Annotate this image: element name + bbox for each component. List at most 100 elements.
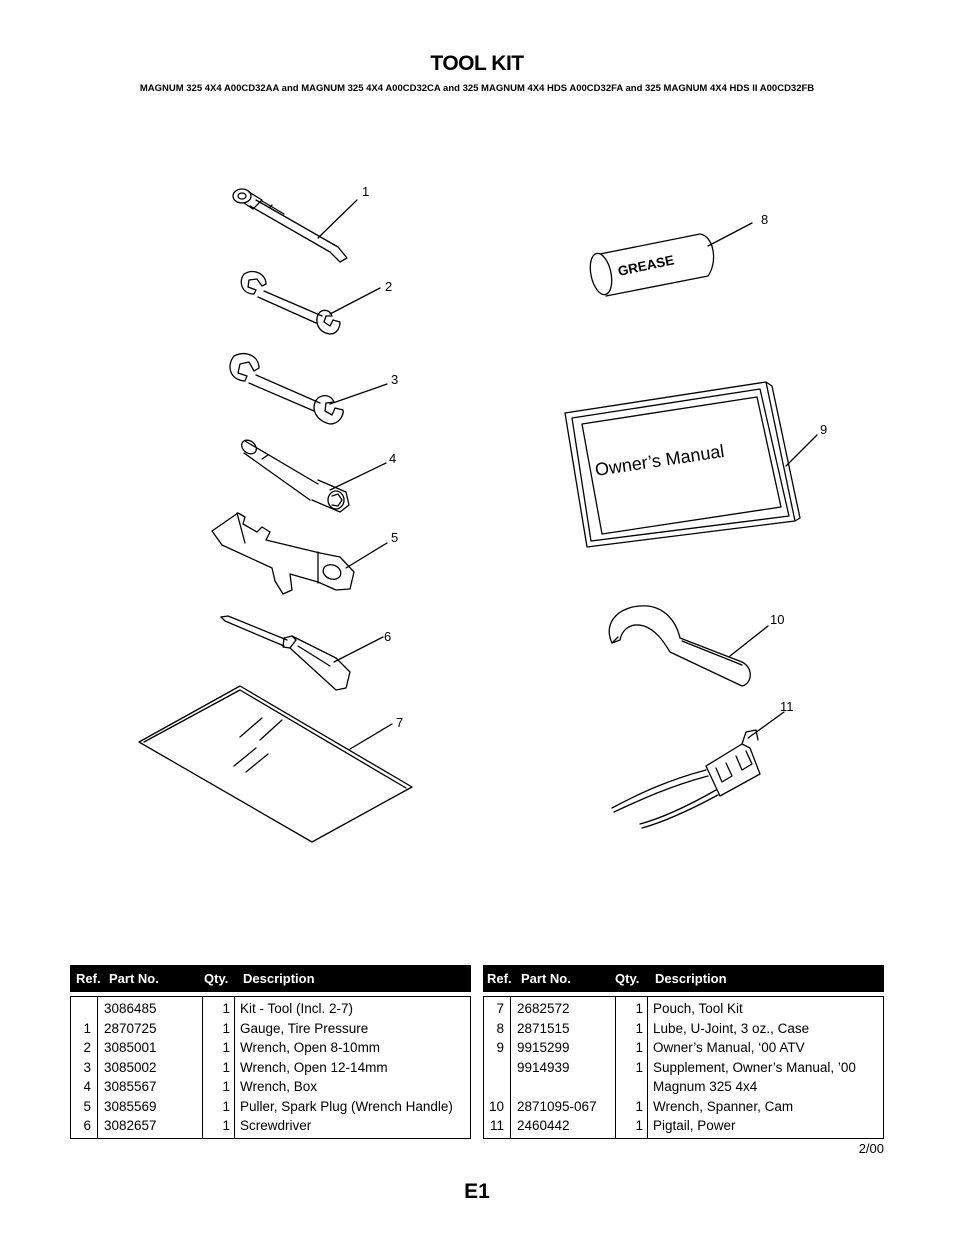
spark-plug-puller-drawing [211, 512, 388, 595]
tool-kit-illustration: 1 2 3 4 5 [138, 184, 827, 843]
description-cell: Gauge, Tire Pressure [240, 1020, 369, 1036]
power-pigtail-drawing [611, 711, 785, 829]
callout-9: 9 [820, 422, 827, 437]
qty-cell [616, 1077, 648, 1097]
manual-label: Owner’s Manual [594, 441, 726, 480]
owners-manual-drawing: Owner’s Manual [564, 381, 818, 548]
qty-cell: 1 [203, 1077, 235, 1097]
table-row: Magnum 325 4x4 [484, 1077, 883, 1097]
callout-4: 4 [389, 451, 396, 466]
qty-cell: 1 [203, 1038, 235, 1058]
qty-cell: 1 [616, 1057, 648, 1077]
model-subtitle: MAGNUM 325 4X4 A00CD32AA and MAGNUM 325 … [139, 83, 815, 94]
description-cell: Screwdriver [240, 1118, 312, 1133]
qty-cell: 1 [616, 1096, 648, 1116]
box-wrench-drawing [241, 439, 387, 513]
qty-cell: 1 [616, 1116, 648, 1138]
description-cell: Lube, U-Joint, 3 oz., Case [653, 1020, 810, 1036]
part-number-cell: 3082657 [98, 1116, 203, 1138]
ref-cell [484, 1057, 511, 1077]
callout-8: 8 [761, 212, 768, 227]
ref-cell: 8 [484, 1018, 511, 1038]
page-number: E1 [464, 1180, 490, 1203]
qty-cell: 1 [203, 1018, 235, 1038]
open-wrench-large-drawing [229, 353, 388, 425]
part-number-cell: 3085569 [98, 1096, 203, 1116]
ref-cell: 5 [71, 1096, 98, 1116]
grease-label: GREASE [617, 252, 676, 279]
col-part-header: Part No. [521, 971, 571, 986]
qty-cell: 1 [203, 1057, 235, 1077]
part-number-cell [511, 1077, 616, 1097]
part-number-cell: 2460442 [511, 1116, 616, 1138]
part-number-cell: 2870725 [98, 1018, 203, 1038]
ref-cell: 6 [71, 1116, 98, 1138]
description-cell: Wrench, Open 8-10mm [240, 1040, 381, 1055]
pouch-drawing [138, 685, 413, 843]
ref-cell: 4 [71, 1077, 98, 1097]
ref-cell [71, 997, 98, 1019]
description-cell: Supplement, Owner’s Manual, ’00 [653, 1059, 856, 1075]
description-cell: Wrench, Open 12-14mm [240, 1059, 388, 1075]
qty-cell: 1 [616, 1018, 648, 1038]
description-cell: Wrench, Spanner, Cam [653, 1098, 794, 1114]
ref-cell: 3 [71, 1057, 98, 1077]
part-number-cell: 3086485 [98, 997, 203, 1019]
description-cell: Puller, Spark Plug (Wrench Handle) [240, 1098, 453, 1114]
screwdriver-drawing [220, 615, 384, 691]
description-cell: Kit - Tool (Incl. 2-7) [240, 1001, 354, 1016]
col-qty-header: Qty. [615, 971, 640, 986]
table-header: Ref. Part No. Qty. Description [483, 965, 884, 992]
grease-tube-drawing: GREASE [589, 222, 753, 297]
part-number-cell: 2871095-067 [511, 1096, 616, 1116]
part-number-cell: 3085567 [98, 1077, 203, 1097]
description-cell: Magnum 325 4x4 [653, 1079, 758, 1094]
spanner-wrench-drawing [608, 605, 769, 687]
open-wrench-small-drawing [240, 270, 381, 335]
description-cell: Wrench, Box [240, 1079, 318, 1094]
qty-cell: 1 [203, 1116, 235, 1138]
callout-10: 10 [770, 612, 784, 627]
callout-11: 11 [780, 699, 794, 714]
col-ref-header: Ref. [487, 971, 512, 986]
col-ref-header: Ref. [76, 971, 101, 986]
description-cell: Pigtail, Power [653, 1118, 736, 1133]
callout-6: 6 [384, 629, 391, 644]
description-cell: Owner’s Manual, ‘00 ATV [653, 1040, 805, 1055]
revision-date: 2/00 [858, 1141, 884, 1156]
ref-cell: 1 [71, 1018, 98, 1038]
tire-gauge-drawing [232, 188, 358, 263]
page-title: TOOL KIT [430, 52, 524, 75]
part-number-cell: 9915299 [511, 1038, 616, 1058]
qty-cell: 1 [203, 1096, 235, 1116]
part-number-cell: 3085001 [98, 1038, 203, 1058]
part-number-cell: 2682572 [511, 997, 616, 1019]
ref-cell: 11 [484, 1116, 511, 1138]
part-number-cell: 9914939 [511, 1057, 616, 1077]
callout-5: 5 [391, 530, 398, 545]
qty-cell: 1 [616, 997, 648, 1019]
callout-2: 2 [385, 279, 392, 294]
callout-7: 7 [396, 715, 403, 730]
col-desc-header: Description [243, 971, 315, 986]
table-header: Ref. Part No. Qty. Description [70, 965, 471, 992]
description-cell: Pouch, Tool Kit [653, 1001, 743, 1016]
ref-cell [484, 1077, 511, 1097]
callout-1: 1 [362, 184, 369, 199]
